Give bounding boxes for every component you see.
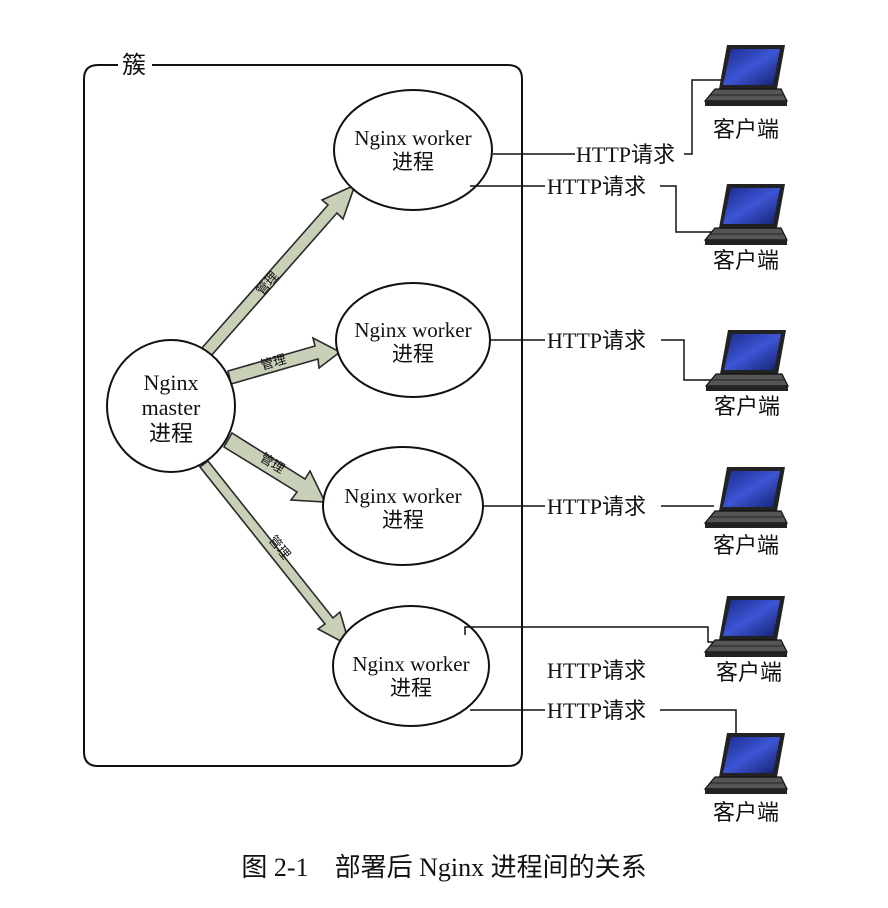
- request-label-1: HTTP请求: [576, 142, 675, 167]
- client-label-1: 客户端: [713, 117, 779, 142]
- cluster-label: 簇: [122, 52, 146, 79]
- cluster-box: 簇: [83, 52, 523, 767]
- request-label-3: HTTP请求: [547, 328, 646, 353]
- laptop-icon: [704, 732, 788, 795]
- worker-3-line1: Nginx worker: [344, 484, 461, 508]
- request-line-1b: [684, 79, 736, 155]
- worker-1-line1: Nginx worker: [354, 126, 471, 150]
- worker-4-line2: 进程: [390, 676, 432, 700]
- manage-arrow-1: [199, 183, 357, 359]
- worker-2-line2: 进程: [392, 342, 434, 366]
- client-label-5: 客户端: [716, 660, 782, 685]
- worker-2-line1: Nginx worker: [354, 318, 471, 342]
- request-label-6: HTTP请求: [547, 698, 646, 723]
- worker-node-4: Nginx worker 进程: [332, 605, 490, 727]
- request-line-2b: [660, 185, 722, 233]
- worker-node-1: Nginx worker 进程: [333, 89, 493, 211]
- worker-4-line1: Nginx worker: [352, 652, 469, 676]
- manage-arrows: [198, 183, 357, 648]
- client-label-4: 客户端: [713, 533, 779, 558]
- master-line3: 进程: [149, 421, 193, 446]
- client-label-3: 客户端: [714, 394, 780, 419]
- client-6: 客户端: [704, 732, 788, 825]
- manage-arrow-4: [198, 459, 352, 648]
- laptop-icon: [704, 183, 788, 246]
- client-label-6: 客户端: [713, 800, 779, 825]
- client-4: 客户端: [704, 466, 788, 558]
- master-line2: master: [142, 395, 201, 420]
- request-label-2: HTTP请求: [547, 174, 646, 199]
- client-2: 客户端: [704, 183, 788, 273]
- manage-arrow-3: [222, 431, 327, 503]
- manage-arrow-2: [227, 336, 342, 386]
- laptop-icon: [704, 595, 788, 658]
- request-line-5: [464, 626, 722, 643]
- master-line1: Nginx: [144, 370, 199, 395]
- request-label-5: HTTP请求: [547, 658, 646, 683]
- client-3: 客户端: [705, 329, 789, 419]
- worker-node-2: Nginx worker 进程: [335, 282, 491, 398]
- request-label-4: HTTP请求: [547, 494, 646, 519]
- client-label-2: 客户端: [713, 248, 779, 273]
- worker-1-line2: 进程: [392, 150, 434, 174]
- client-1: 客户端: [704, 44, 788, 142]
- master-node: Nginx master 进程: [106, 339, 236, 473]
- manage-label-2: 管理: [259, 351, 288, 373]
- client-5: 客户端: [704, 595, 788, 685]
- figure-caption: 图 2-1 部署后 Nginx 进程间的关系: [241, 853, 646, 882]
- worker-3-line2: 进程: [382, 508, 424, 532]
- request-line-3b: [661, 339, 722, 381]
- laptop-icon: [704, 466, 788, 529]
- laptop-icon: [704, 44, 788, 107]
- worker-node-3: Nginx worker 进程: [322, 446, 484, 566]
- laptop-icon: [705, 329, 789, 392]
